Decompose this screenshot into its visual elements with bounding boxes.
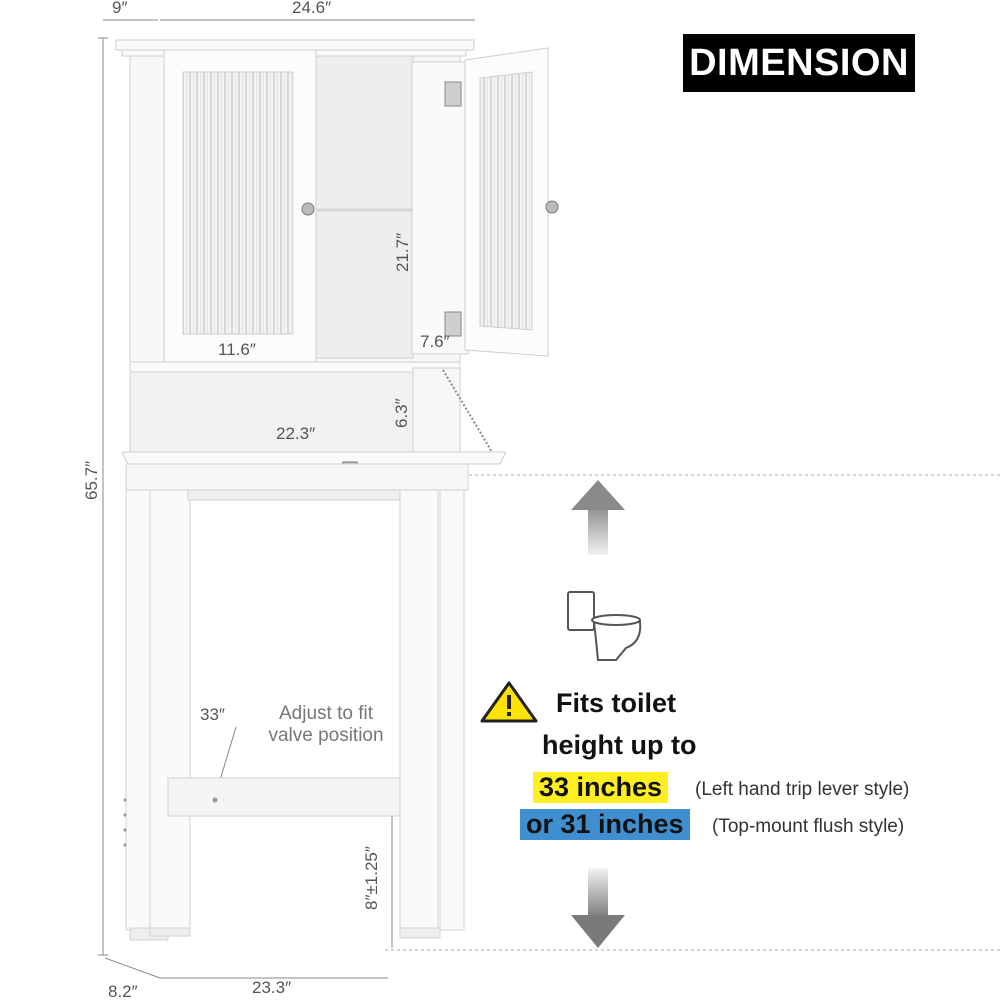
fit-line2: height up to (542, 730, 697, 760)
label-open-shelf-width: 22.3″ (276, 424, 316, 443)
guide-lines (355, 474, 1000, 951)
adjust-holes (123, 797, 218, 847)
fit-option2-value: or 31 inches (520, 809, 690, 840)
open-shelf (129, 361, 461, 455)
label-base-width: 23.3″ (252, 978, 292, 997)
label-toilet-clearance: 33″ (200, 705, 225, 724)
label-crossbar-height: 8″±1.25″ (362, 846, 381, 910)
arrow-up-icon (571, 480, 625, 555)
label-width-top: 24.6″ (292, 0, 332, 17)
adjust-note-line2: valve position (268, 725, 384, 746)
adjust-note-line1: Adjust to fit (279, 703, 373, 724)
label-door-shelf-height: 21.7″ (393, 232, 412, 272)
dimension-badge: DIMENSION (683, 34, 915, 92)
fit-line1: Fits toilet (556, 688, 676, 718)
fit-option1-value: 33 inches (533, 772, 669, 803)
fit-option2-note: (Top-mount flush style) (712, 816, 905, 837)
right-door (411, 47, 559, 357)
left-door (163, 49, 317, 363)
label-base-depth: 8.2″ (108, 982, 138, 1000)
arrow-down-icon (571, 868, 625, 948)
label-door-width: 11.6″ (218, 340, 256, 359)
adjust-note: Adjust to fit valve position (252, 703, 400, 747)
fit-option1-note: (Left hand trip lever style) (695, 779, 910, 800)
base-frame (125, 463, 469, 941)
toilet-icon (567, 591, 642, 661)
label-depth-top: 9″ (112, 0, 128, 17)
label-inner-depth: 7.6″ (420, 332, 450, 351)
label-open-shelf-height: 6.3″ (392, 398, 411, 428)
warning-triangle-icon (480, 681, 538, 723)
label-total-height: 65.7″ (82, 460, 101, 500)
